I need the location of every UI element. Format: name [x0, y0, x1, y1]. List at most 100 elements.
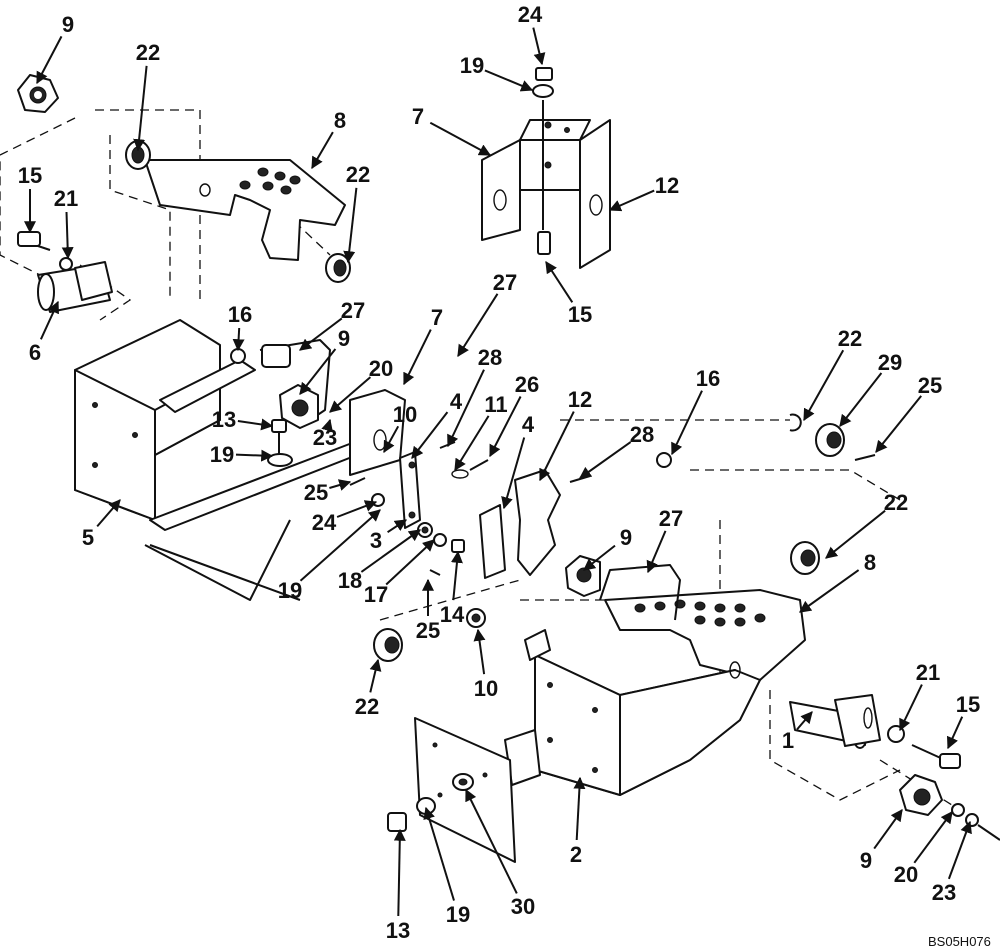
leader-c19a — [235, 449, 274, 462]
callout-c19d: 19 — [446, 902, 470, 927]
leader-c25c — [875, 395, 922, 453]
callout-c8a: 8 — [334, 108, 346, 133]
leader-c10a — [383, 425, 400, 454]
callout-c27b: 27 — [493, 270, 517, 295]
callout-c6: 6 — [29, 340, 41, 365]
callout-c24b: 24 — [518, 2, 543, 27]
leader-c20a — [329, 376, 372, 413]
right-upper-hardware — [656, 413, 876, 468]
callout-c7a: 7 — [431, 305, 443, 330]
callout-c19b: 19 — [278, 578, 302, 603]
leader-c22d — [803, 349, 845, 422]
bolt-13-left — [267, 419, 293, 467]
cover-plate — [387, 717, 516, 863]
leader-c7b — [429, 121, 492, 156]
callout-c8b: 8 — [864, 550, 876, 575]
leader-c19b — [299, 509, 381, 582]
right-pedal-housing — [504, 629, 761, 796]
callout-c12a: 12 — [568, 387, 592, 412]
callout-c28b: 28 — [630, 422, 654, 447]
bearing-flange-lower-right — [899, 774, 1000, 841]
callout-c15a: 15 — [18, 163, 42, 188]
pedal-plate-lower — [604, 589, 806, 681]
callout-c27c: 27 — [659, 506, 683, 531]
callout-c12b: 12 — [655, 173, 679, 198]
leader-c19d — [423, 806, 455, 901]
callout-c15b: 15 — [568, 302, 592, 327]
bearing-flange-mid — [279, 384, 319, 429]
leader-c23a — [321, 418, 333, 433]
leader-c27b — [457, 293, 499, 358]
leader-c24b — [532, 27, 546, 66]
leader-c22a — [133, 65, 148, 152]
callout-c30: 30 — [511, 894, 535, 919]
callout-c22e: 22 — [884, 490, 908, 515]
callout-c1: 1 — [782, 728, 794, 753]
leader-c17 — [385, 539, 435, 586]
callout-c24a: 24 — [312, 510, 337, 535]
leader-c14 — [450, 550, 463, 601]
leader-c28b — [579, 441, 632, 479]
leader-c18 — [360, 529, 421, 573]
leader-c6 — [39, 300, 59, 340]
leader-c23b — [947, 820, 972, 880]
leader-c27c — [646, 530, 667, 574]
callout-c14: 14 — [440, 602, 465, 627]
pivot-shaft-left — [17, 231, 113, 313]
callout-c16b: 16 — [696, 366, 720, 391]
callout-c18: 18 — [338, 568, 362, 593]
leader-c25a — [329, 479, 352, 491]
callout-c22c: 22 — [355, 694, 379, 719]
callout-c16a: 16 — [228, 302, 252, 327]
leader-c9a — [36, 35, 63, 85]
leader-c16a — [232, 327, 245, 352]
diagram-code: BS05H076 — [928, 934, 991, 949]
callout-c23b: 23 — [932, 880, 956, 905]
callout-c13a: 13 — [212, 407, 236, 432]
leader-c21a — [61, 211, 74, 260]
leader-c29 — [839, 372, 883, 427]
leader-c2 — [573, 776, 586, 841]
callout-c21a: 21 — [54, 186, 78, 211]
leader-c16b — [671, 390, 703, 456]
lever-plate-b — [479, 469, 561, 579]
leader-c15b — [545, 260, 574, 303]
callout-c2: 2 — [570, 842, 582, 867]
leader-c4a — [411, 411, 449, 459]
callout-c25a: 25 — [304, 480, 328, 505]
leader-c9d — [873, 809, 903, 850]
callout-c10a: 10 — [393, 402, 417, 427]
callout-leaders — [24, 27, 972, 917]
bushing-right-mid — [790, 541, 820, 575]
leader-c22b — [343, 187, 358, 264]
leader-c8b — [799, 569, 860, 613]
callout-c10b: 10 — [474, 676, 498, 701]
callout-c21b: 21 — [916, 660, 940, 685]
leader-c20b — [913, 811, 953, 864]
leader-c19c — [484, 69, 534, 92]
leader-c7a — [403, 329, 432, 386]
leader-c5 — [96, 499, 121, 528]
callout-c26: 26 — [515, 372, 539, 397]
leader-c22e — [825, 509, 886, 559]
top-bracket — [481, 67, 611, 269]
bushing-upper-right — [325, 253, 351, 283]
pedal-plate-upper — [144, 159, 346, 261]
pivot-shaft-right — [789, 694, 961, 769]
leader-c8a — [311, 131, 334, 170]
callout-c9c: 9 — [620, 525, 632, 550]
callout-c22b: 22 — [346, 162, 370, 187]
callout-c23a: 23 — [313, 425, 337, 450]
callout-c22a: 22 — [136, 40, 160, 65]
callout-c20b: 20 — [894, 862, 918, 887]
leader-c21b — [899, 684, 923, 732]
callout-c9b: 9 — [338, 326, 350, 351]
callout-c4a: 4 — [450, 389, 463, 414]
bushing-lower-left — [373, 628, 403, 662]
callout-c17: 17 — [364, 582, 388, 607]
callout-c27a: 27 — [341, 298, 365, 323]
leader-c28a — [447, 369, 485, 448]
leader-c4b — [501, 437, 526, 510]
